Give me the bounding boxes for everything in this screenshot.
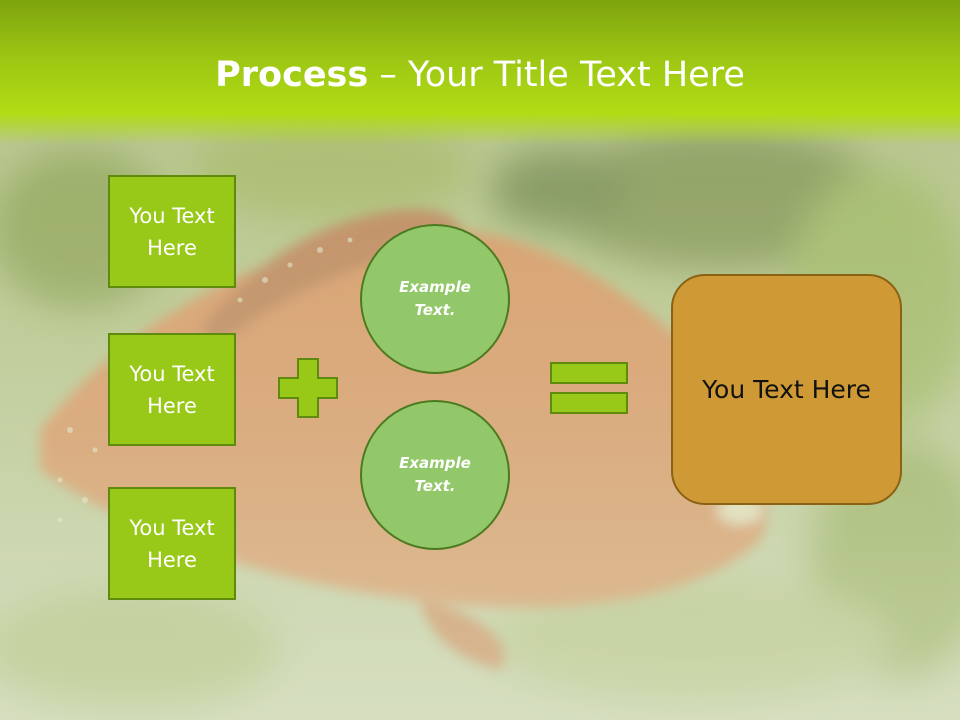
plus-icon bbox=[278, 358, 338, 418]
example-circle-1[interactable]: Example Text. bbox=[360, 224, 510, 374]
slide-title: Process – Your Title Text Here bbox=[0, 52, 960, 98]
result-box-label: You Text Here bbox=[702, 375, 871, 404]
input-box-3[interactable]: You Text Here bbox=[108, 487, 236, 600]
example-circle-1-label: Example Text. bbox=[399, 278, 471, 319]
equals-icon bbox=[550, 362, 628, 414]
title-rest: – Your Title Text Here bbox=[368, 55, 745, 95]
example-circle-2[interactable]: Example Text. bbox=[360, 400, 510, 550]
input-box-2[interactable]: You Text Here bbox=[108, 333, 236, 446]
input-box-2-label: You Text Here bbox=[129, 361, 215, 418]
title-bold: Process bbox=[215, 55, 369, 95]
input-box-1-label: You Text Here bbox=[129, 203, 215, 260]
title-band bbox=[0, 0, 960, 145]
result-box[interactable]: You Text Here bbox=[671, 274, 902, 505]
input-box-3-label: You Text Here bbox=[129, 515, 215, 572]
input-box-1[interactable]: You Text Here bbox=[108, 175, 236, 288]
example-circle-2-label: Example Text. bbox=[399, 454, 471, 495]
